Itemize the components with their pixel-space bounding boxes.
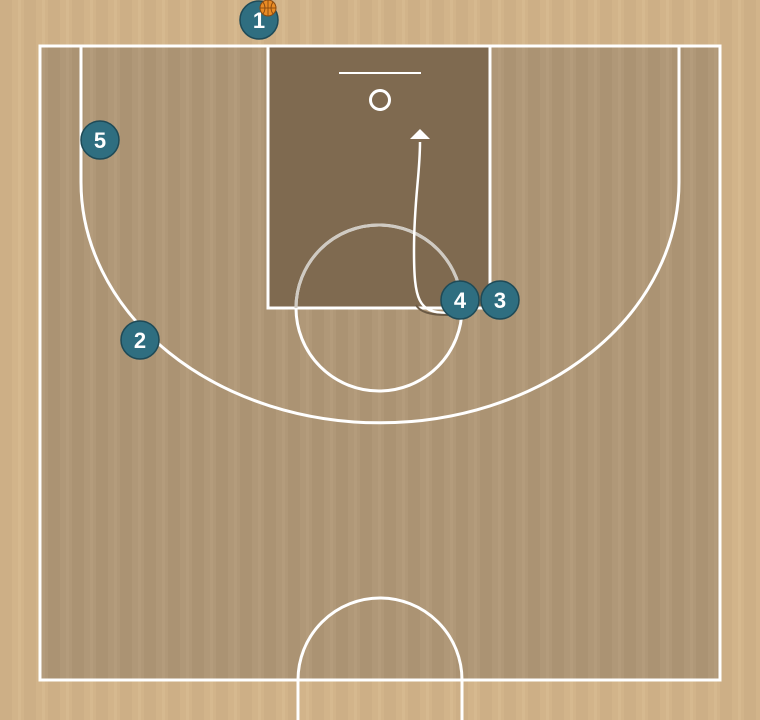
player-marker xyxy=(440,280,480,320)
cut-arrow-shadow xyxy=(415,304,449,316)
center-circle xyxy=(296,596,464,720)
player-1[interactable]: 1 xyxy=(239,0,279,40)
cut-arrowhead xyxy=(410,129,430,139)
player-marker xyxy=(80,120,120,160)
court-boundary xyxy=(38,44,722,682)
rim xyxy=(369,89,391,111)
player-number: 1 xyxy=(253,8,265,33)
player-number: 3 xyxy=(494,288,506,313)
free-throw-circle-inner xyxy=(294,223,464,309)
player-3[interactable]: 3 xyxy=(480,280,520,320)
cut-arrow xyxy=(412,141,449,315)
player-number: 4 xyxy=(454,288,467,313)
three-point-line xyxy=(79,46,681,425)
player-number: 2 xyxy=(134,328,146,353)
player-2[interactable]: 2 xyxy=(120,320,160,360)
paint-area xyxy=(266,44,492,310)
player-5[interactable]: 5 xyxy=(80,120,120,160)
players-layer: 1 2 3 4 5 xyxy=(80,0,520,360)
player-number: 5 xyxy=(94,128,106,153)
basketball-icon xyxy=(259,0,277,17)
player-marker xyxy=(120,320,160,360)
player-4[interactable]: 4 xyxy=(440,280,480,320)
player-marker xyxy=(480,280,520,320)
